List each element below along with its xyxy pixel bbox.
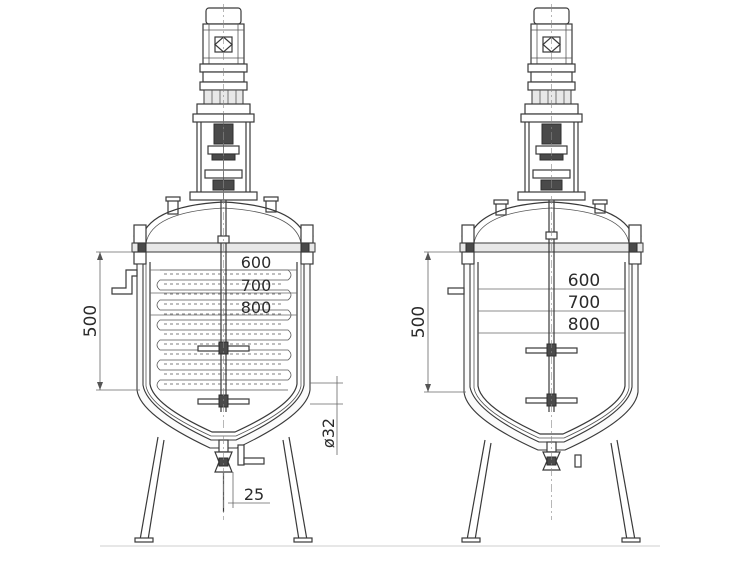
left-top-nozzles bbox=[165, 196, 279, 215]
left-height-dimension bbox=[96, 251, 140, 391]
right-dim-800: 800 bbox=[568, 315, 600, 335]
right-dim-600: 600 bbox=[568, 271, 600, 291]
right-legs bbox=[461, 439, 641, 543]
left-dim-600: 600 bbox=[241, 253, 272, 272]
right-vessel: 600 700 800 500 bbox=[409, 4, 644, 543]
left-vessel: 600 700 800 500 ø32 25 bbox=[81, 4, 343, 543]
left-dim-bottom: 25 bbox=[244, 485, 264, 504]
left-legs bbox=[134, 436, 313, 543]
left-dim-pipe: ø32 bbox=[319, 418, 338, 448]
left-pipe-dimension bbox=[310, 376, 343, 455]
left-internal-coil bbox=[111, 269, 292, 391]
right-height-dimension bbox=[424, 251, 466, 393]
left-dim-800: 800 bbox=[241, 298, 272, 317]
right-dim-height: 500 bbox=[409, 306, 429, 338]
right-dim-700: 700 bbox=[568, 293, 600, 313]
left-dim-height: 500 bbox=[81, 305, 101, 337]
left-dim-700: 700 bbox=[241, 276, 272, 295]
